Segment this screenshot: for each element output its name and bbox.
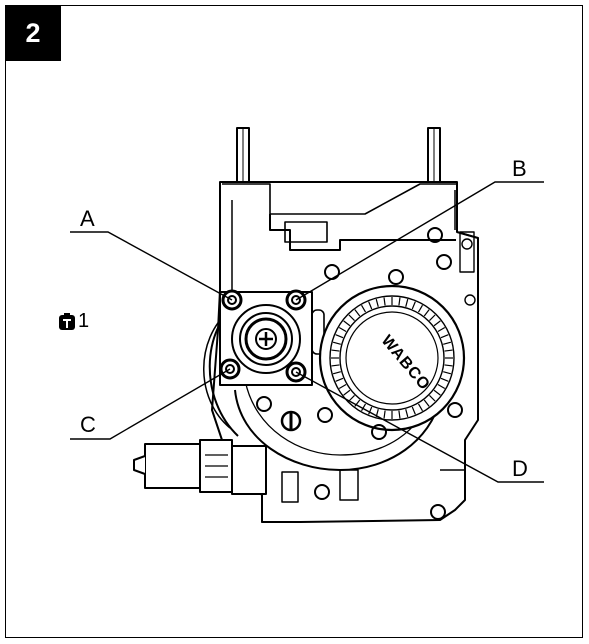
dial-tooth [429, 395, 436, 402]
dial-tooth [348, 395, 355, 402]
dial-tooth [444, 364, 453, 367]
dial-tooth [338, 383, 347, 390]
dial-tooth [440, 334, 449, 339]
dial-tooth [433, 389, 441, 396]
dial-tooth [443, 371, 452, 375]
callout-b: B [512, 156, 527, 181]
dial-tooth [331, 364, 340, 367]
dial-tooth [417, 304, 424, 313]
dial-tooth [383, 410, 386, 419]
dial-tooth [405, 409, 409, 418]
dial-tooth [354, 399, 361, 407]
dial-tooth [332, 341, 341, 345]
dial-tooth [440, 377, 449, 382]
dial-tooth [398, 297, 401, 306]
dial-tooth [437, 383, 446, 390]
callout-d: D [512, 456, 528, 481]
callout-c: C [80, 412, 96, 437]
dial-tooth [383, 297, 386, 306]
dial-tooth [411, 406, 416, 415]
torque-tool-icon [59, 312, 75, 330]
dial-tooth [375, 298, 379, 307]
tool-reference-number: 1 [78, 310, 90, 332]
leader-a [70, 231, 233, 301]
dial-tooth [429, 314, 436, 321]
dial-tooth [360, 403, 367, 412]
dial-tooth [423, 309, 430, 317]
dial-tooth [437, 326, 446, 333]
dial-tooth [335, 377, 344, 382]
dial-tooth [368, 301, 373, 310]
dial-tooth [343, 389, 351, 396]
dial-tooth [423, 399, 430, 407]
dial-tooth [443, 341, 452, 345]
figure-number-badge: 2 [5, 5, 61, 61]
dial-tooth [433, 320, 441, 327]
leader-d [295, 371, 544, 483]
figure-frame [5, 5, 583, 638]
dial-tooth [398, 410, 401, 419]
dial-tooth [411, 301, 416, 310]
dial-tooth [360, 304, 367, 313]
dial-tooth [368, 406, 373, 415]
dial-tooth [331, 349, 340, 352]
dial-tooth [354, 309, 361, 317]
leader-c [70, 368, 231, 440]
leader-b [295, 181, 544, 301]
dial-tooth [348, 314, 355, 321]
dial-tooth [343, 320, 351, 327]
dial-tooth [335, 334, 344, 339]
dial-tooth [338, 326, 347, 333]
dial-tooth [417, 403, 424, 412]
callout-a: A [80, 206, 95, 231]
dial-tooth [332, 371, 341, 375]
dial-tooth [405, 298, 409, 307]
tool-reference: 1 [58, 310, 89, 333]
dial-tooth [444, 349, 453, 352]
